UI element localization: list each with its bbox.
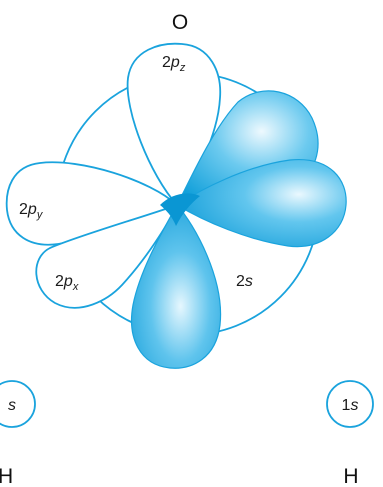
label-2s: 2s (236, 273, 253, 290)
hydrogen-right-label: H (343, 465, 358, 487)
label-hydrogen-right-1s: 1s (342, 397, 359, 414)
label-hydrogen-left-1s: s (8, 397, 16, 414)
hydrogen-left-label: H (0, 465, 13, 487)
oxygen-label: O (172, 11, 188, 34)
hydrogen-left-1s-circle (0, 381, 35, 427)
